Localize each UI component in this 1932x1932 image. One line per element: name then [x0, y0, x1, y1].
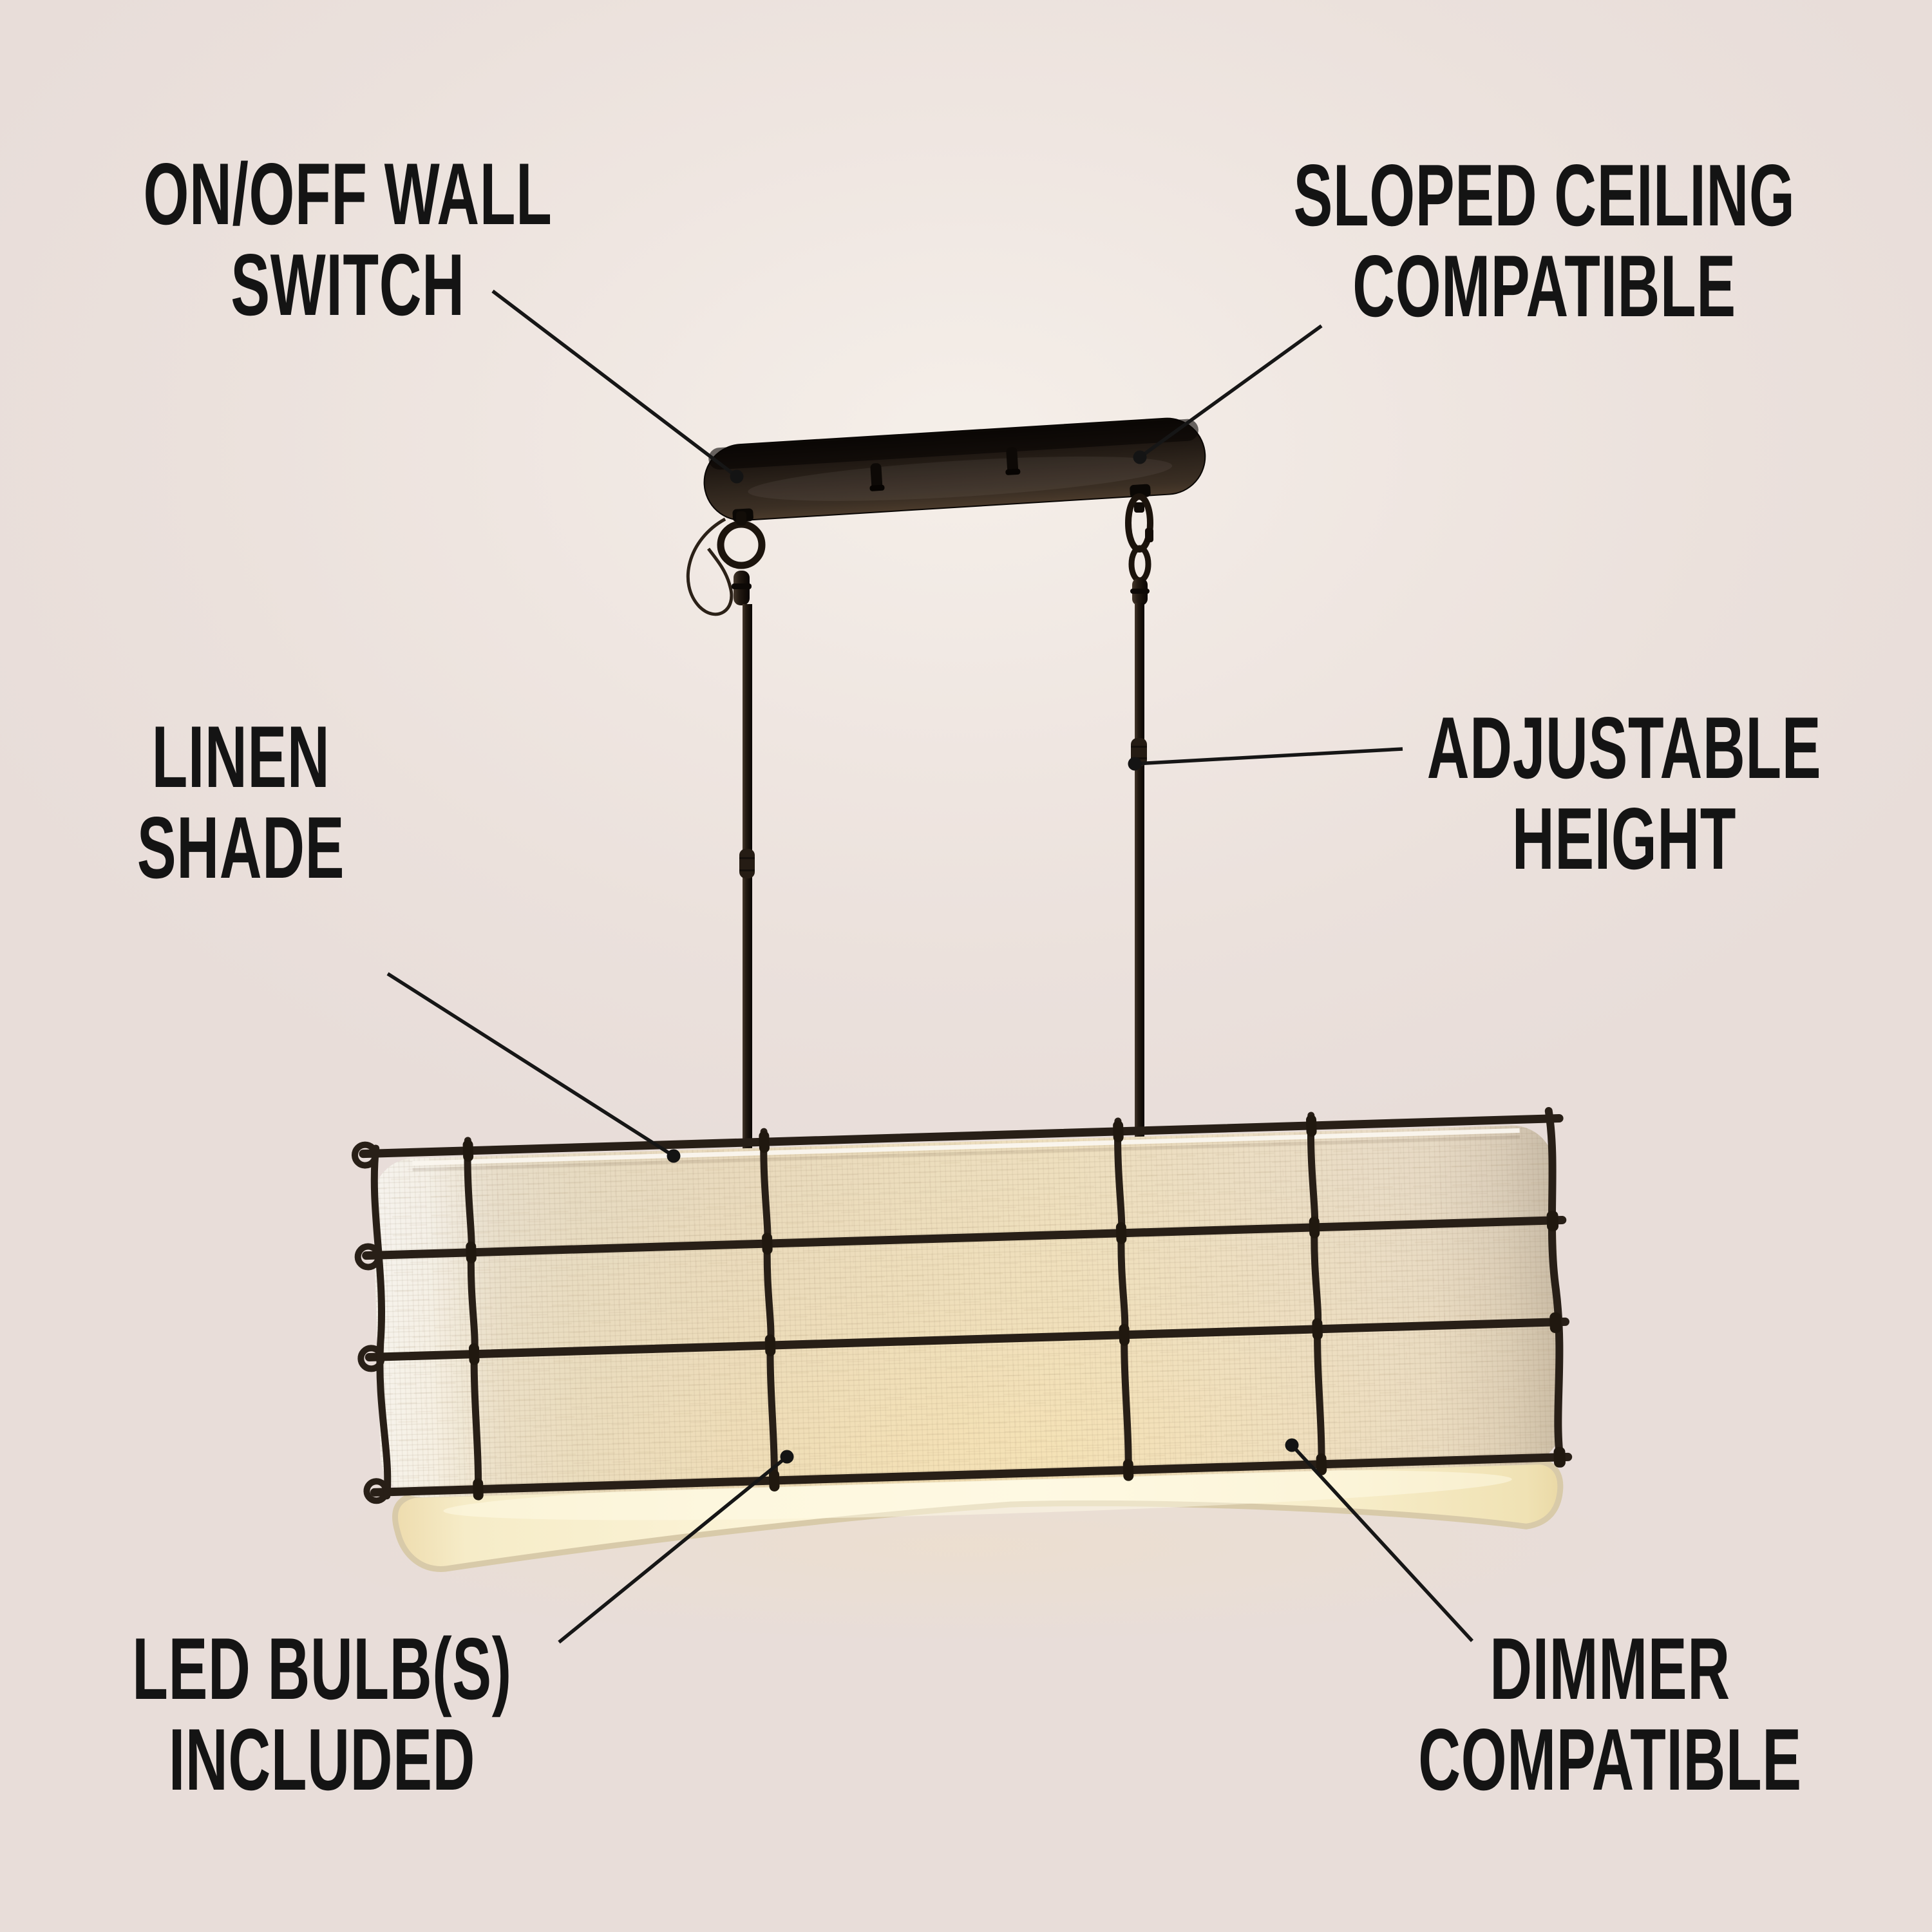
- label-wall-switch: ON/OFF WALL SWITCH: [144, 149, 553, 330]
- canopy-hanger-hub-right: [1130, 484, 1151, 498]
- label-line: HEIGHT: [1511, 790, 1737, 887]
- cage-knots: [462, 1114, 1566, 1501]
- cage-vertical-wire: [1114, 1117, 1132, 1475]
- label-line: INCLUDED: [168, 1710, 476, 1808]
- swivel-collar-right: [1130, 589, 1150, 594]
- label-line: LED BULB(S): [132, 1620, 512, 1718]
- canopy-top-edge: [708, 419, 1198, 470]
- cage-vertical-wire: [760, 1128, 778, 1486]
- leader-dot-wall-switch: [730, 469, 744, 484]
- label-line: ON/OFF WALL: [143, 145, 553, 243]
- cage-rail-top: [359, 1114, 1564, 1159]
- fabric-slub-texture: [373, 1125, 1562, 1498]
- canopy-screw-post: [1005, 447, 1021, 475]
- leader-line-led-bulbs: [558, 1455, 788, 1644]
- cage-rail-bottom: [370, 1452, 1573, 1497]
- metal-cage: [351, 1107, 1573, 1504]
- downrod-right: [1135, 603, 1144, 1150]
- chain-link-right: [1128, 545, 1151, 583]
- quick-link-sleeve: [1145, 528, 1153, 542]
- leader-line-linen-shade: [386, 972, 675, 1158]
- leader-line-sloped-ceiling: [1139, 324, 1323, 459]
- label-line: SHADE: [137, 799, 345, 896]
- canopy-screw-post: [869, 463, 885, 491]
- canopy-sheen: [748, 456, 1173, 501]
- label-adjustable-height: ADJUSTABLE HEIGHT: [1427, 703, 1822, 884]
- leader-line-dimmer: [1290, 1444, 1474, 1642]
- label-linen-shade: LINEN SHADE: [137, 712, 345, 893]
- cage-end-wire-left: [370, 1144, 392, 1500]
- label-led-bulbs: LED BULB(S) INCLUDED: [132, 1624, 511, 1805]
- rod-coupler-left: [739, 849, 755, 878]
- leader-line-adjustable-height: [1134, 747, 1403, 766]
- top-hem-highlight: [412, 1128, 1520, 1166]
- cage-rail-mid-upper: [362, 1215, 1567, 1260]
- label-line: LINEN: [151, 708, 330, 806]
- safety-cable: [686, 517, 734, 616]
- shade-group: [351, 1107, 1573, 1572]
- cage-rail-mid-lower: [365, 1317, 1569, 1362]
- ring-connector-left: [736, 511, 746, 526]
- downrod-left: [743, 604, 752, 1166]
- label-line: COMPATIBLE: [1352, 237, 1736, 335]
- cage-vertical-wire: [464, 1137, 482, 1495]
- top-hem-shadow: [412, 1135, 1520, 1171]
- label-line: ADJUSTABLE: [1426, 699, 1822, 797]
- leader-dot-dimmer: [1285, 1438, 1299, 1452]
- leader-dot-adjustable-height: [1128, 757, 1142, 771]
- leader-dot-led-bulbs: [780, 1450, 794, 1464]
- cage-end-wire-right: [1544, 1107, 1564, 1465]
- hanger-ring-left: [717, 520, 766, 569]
- diffuser-hotspot: [443, 1470, 1512, 1520]
- label-line: SWITCH: [231, 236, 465, 334]
- label-sloped-ceiling: SLOPED CEILING COMPATIBLE: [1294, 150, 1795, 332]
- label-line: DIMMER: [1490, 1620, 1730, 1718]
- annotations: [386, 289, 1474, 1644]
- link-connector-right: [1134, 502, 1144, 513]
- leader-line-wall-switch: [491, 289, 738, 478]
- leader-dot-linen-shade: [667, 1149, 681, 1163]
- hanging-hardware: [686, 493, 1153, 1166]
- label-dimmer: DIMMER COMPATIBLE: [1418, 1624, 1802, 1805]
- leader-dot-sloped-ceiling: [1133, 450, 1147, 464]
- label-line: SLOPED CEILING: [1293, 146, 1795, 244]
- ceiling-canopy: [703, 417, 1206, 522]
- label-line: COMPATIBLE: [1418, 1710, 1802, 1808]
- cage-vertical-wire: [1307, 1112, 1325, 1470]
- swivel-collar-left: [732, 583, 752, 589]
